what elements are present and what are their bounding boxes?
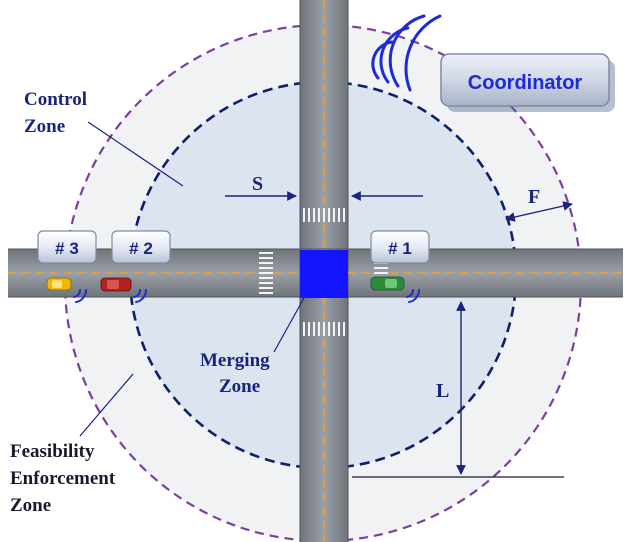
feasibility-zone-label-line1: Feasibility bbox=[10, 441, 95, 462]
vehicle-3-wireless-icon bbox=[73, 289, 88, 303]
coordinator-wireless-icon bbox=[371, 14, 442, 92]
vehicle-tag-3: # 3 bbox=[37, 230, 97, 264]
coordinator-label: Coordinator bbox=[468, 72, 583, 94]
crosswalk-south bbox=[303, 322, 345, 336]
dimension-f-arrow bbox=[505, 201, 573, 222]
merging-zone-label-line1: Merging bbox=[200, 350, 270, 371]
vehicle-tag-3-label: # 3 bbox=[55, 239, 79, 258]
merging-zone-leader-line bbox=[273, 297, 305, 353]
vehicle-tag-2-label: # 2 bbox=[129, 239, 153, 258]
dimension-f-label: F bbox=[528, 186, 540, 208]
vehicle-1-wireless-icon bbox=[406, 289, 421, 303]
vehicle-tag-1-label: # 1 bbox=[388, 239, 412, 258]
control-zone-label-line2: Zone bbox=[24, 116, 65, 137]
vehicle-1-car-icon bbox=[370, 276, 405, 291]
dimension-s-label: S bbox=[252, 173, 263, 195]
control-zone-label-line1: Control bbox=[24, 89, 87, 110]
crosswalk-north bbox=[303, 208, 345, 222]
feasibility-zone-label-line3: Zone bbox=[10, 495, 51, 516]
vehicle-tag-2: # 2 bbox=[111, 230, 171, 264]
vehicle-3-car-icon bbox=[46, 277, 72, 291]
crosswalk-west bbox=[259, 252, 273, 294]
control-zone-leader-line bbox=[87, 121, 184, 187]
merging-zone-label-line2: Zone bbox=[219, 376, 260, 397]
feasibility-zone-leader-line bbox=[79, 373, 134, 437]
dimension-l-label: L bbox=[436, 380, 449, 402]
vehicle-tag-1: # 1 bbox=[370, 230, 430, 264]
feasibility-zone-label-line2: Enforcement bbox=[10, 468, 116, 489]
merging-zone bbox=[300, 250, 348, 298]
vehicle-2-car-icon bbox=[100, 277, 132, 292]
coordinator-box: Coordinator bbox=[440, 53, 615, 112]
vehicle-2-wireless-icon bbox=[133, 289, 148, 303]
